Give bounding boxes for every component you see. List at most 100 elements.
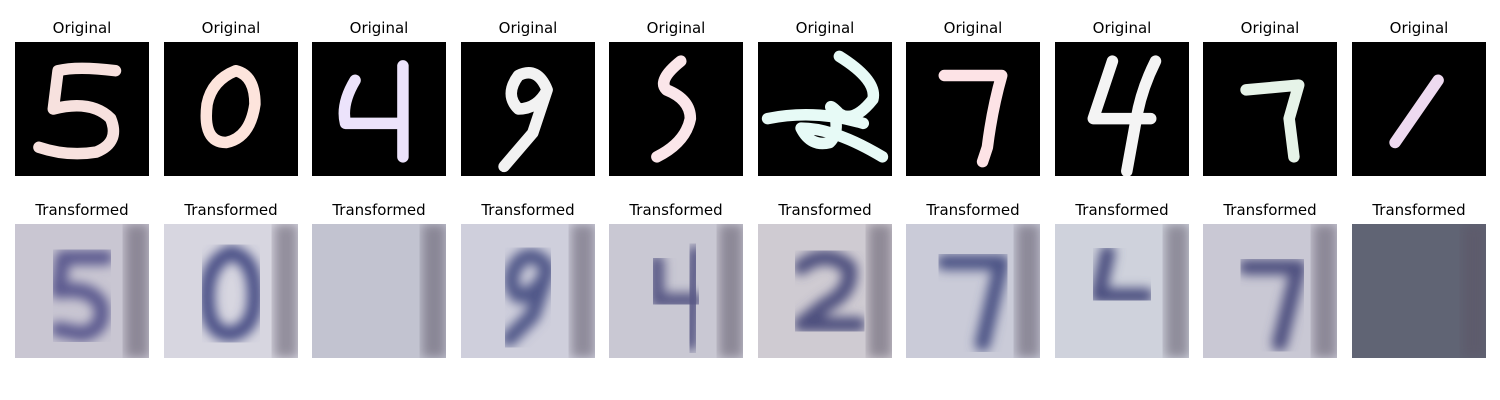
background-band bbox=[125, 224, 149, 358]
original-panel: Original bbox=[461, 18, 595, 178]
digit-image bbox=[461, 42, 595, 176]
digit-stroke bbox=[501, 248, 555, 347]
digit-5-drawing bbox=[15, 224, 149, 358]
digit-image bbox=[461, 224, 595, 358]
transformed-panel: Transformed bbox=[461, 200, 595, 360]
digit-image bbox=[1055, 42, 1189, 176]
transformed-panel: Transformed bbox=[1203, 200, 1337, 360]
digit-image bbox=[1203, 42, 1337, 176]
transformed-panel: Transformed bbox=[1352, 200, 1486, 360]
panel-title: Original bbox=[1240, 19, 1300, 37]
digit-1-drawing bbox=[1352, 224, 1486, 358]
digit-1-drawing bbox=[1352, 42, 1486, 176]
background-band bbox=[422, 224, 446, 358]
digit-image bbox=[1203, 224, 1337, 358]
background-band bbox=[1313, 224, 1337, 358]
digit-image bbox=[906, 42, 1040, 176]
digit-image bbox=[164, 224, 298, 358]
transformed-panel: Transformed bbox=[609, 200, 743, 360]
digit-2-drawing bbox=[758, 224, 892, 358]
original-panel: Original bbox=[1203, 18, 1337, 178]
background-band bbox=[719, 224, 743, 358]
digit-5-drawing bbox=[609, 42, 743, 176]
digit-7-drawing bbox=[1203, 224, 1337, 358]
digit-0-drawing bbox=[164, 224, 298, 358]
original-panel: Original bbox=[312, 18, 446, 178]
digit-stroke bbox=[761, 109, 870, 130]
panel-title: Transformed bbox=[926, 201, 1020, 219]
digit-image bbox=[15, 42, 149, 176]
transformed-row: Transformed Transformed Transformed Tran… bbox=[0, 200, 1500, 360]
digit-4-drawing bbox=[609, 224, 743, 358]
digit-image bbox=[312, 42, 446, 176]
digit-stroke bbox=[936, 254, 1010, 352]
original-panel: Original bbox=[758, 18, 892, 178]
digit-stroke bbox=[651, 55, 697, 163]
digit-stroke bbox=[1240, 79, 1305, 163]
original-panel: Original bbox=[1055, 18, 1189, 178]
digit-image bbox=[758, 42, 892, 176]
digit-image bbox=[312, 224, 446, 358]
transformed-panel: Transformed bbox=[312, 200, 446, 360]
panel-title: Transformed bbox=[1075, 201, 1169, 219]
digit-9-drawing bbox=[461, 224, 595, 358]
panel-title: Transformed bbox=[35, 201, 129, 219]
panel-title: Original bbox=[1389, 19, 1449, 37]
panel-title: Original bbox=[646, 19, 706, 37]
background-band bbox=[1165, 224, 1189, 358]
panel-title: Transformed bbox=[1372, 201, 1466, 219]
background-band bbox=[1462, 224, 1486, 358]
panel-title: Transformed bbox=[629, 201, 723, 219]
digit-4-drawing bbox=[312, 42, 446, 176]
digit-1-drawing bbox=[312, 224, 446, 358]
background-band bbox=[1016, 224, 1040, 358]
panel-title: Original bbox=[201, 19, 261, 37]
original-panel: Original bbox=[1352, 18, 1486, 178]
panel-title: Transformed bbox=[332, 201, 426, 219]
panel-title: Original bbox=[349, 19, 409, 37]
image-background bbox=[1055, 42, 1189, 176]
transformed-panel: Transformed bbox=[15, 200, 149, 360]
panel-title: Transformed bbox=[481, 201, 575, 219]
original-panel: Original bbox=[609, 18, 743, 178]
digit-image bbox=[758, 224, 892, 358]
digit-stroke bbox=[50, 249, 114, 342]
background-band bbox=[571, 224, 595, 358]
digit-stroke bbox=[649, 254, 703, 309]
digit-image bbox=[609, 42, 743, 176]
panel-title: Original bbox=[943, 19, 1003, 37]
transformed-panel: Transformed bbox=[1055, 200, 1189, 360]
digit-stroke bbox=[338, 74, 404, 130]
digit-stroke bbox=[200, 64, 261, 149]
panel-title: Transformed bbox=[184, 201, 278, 219]
digit-4-drawing bbox=[1055, 42, 1189, 176]
digit-7-drawing bbox=[906, 224, 1040, 358]
digit-image bbox=[1352, 224, 1486, 358]
digit-0-drawing bbox=[164, 42, 298, 176]
background-band bbox=[274, 224, 298, 358]
digit-stroke bbox=[938, 69, 1008, 168]
panel-title: Transformed bbox=[778, 201, 872, 219]
digit-stroke bbox=[33, 62, 122, 160]
panel-title: Original bbox=[1092, 19, 1152, 37]
panel-title: Transformed bbox=[1223, 201, 1317, 219]
digit-2-drawing bbox=[758, 42, 892, 176]
panel-title: Original bbox=[52, 19, 112, 37]
digit-image bbox=[906, 224, 1040, 358]
panel-title: Original bbox=[795, 19, 855, 37]
digit-5-drawing bbox=[15, 42, 149, 176]
digit-7-drawing bbox=[906, 42, 1040, 176]
digit-stroke bbox=[199, 245, 263, 342]
digit-stroke bbox=[1121, 55, 1162, 176]
digit-stroke bbox=[793, 249, 867, 333]
image-background bbox=[906, 42, 1040, 176]
transformed-panel: Transformed bbox=[758, 200, 892, 360]
digit-stroke bbox=[1389, 74, 1444, 149]
digit-9-drawing bbox=[461, 42, 595, 176]
digit-stroke bbox=[498, 67, 553, 173]
digit-image bbox=[15, 224, 149, 358]
original-row: Original Original Original Original Orig… bbox=[0, 18, 1500, 178]
digit-image bbox=[1055, 224, 1189, 358]
digit-image bbox=[609, 224, 743, 358]
original-panel: Original bbox=[906, 18, 1040, 178]
